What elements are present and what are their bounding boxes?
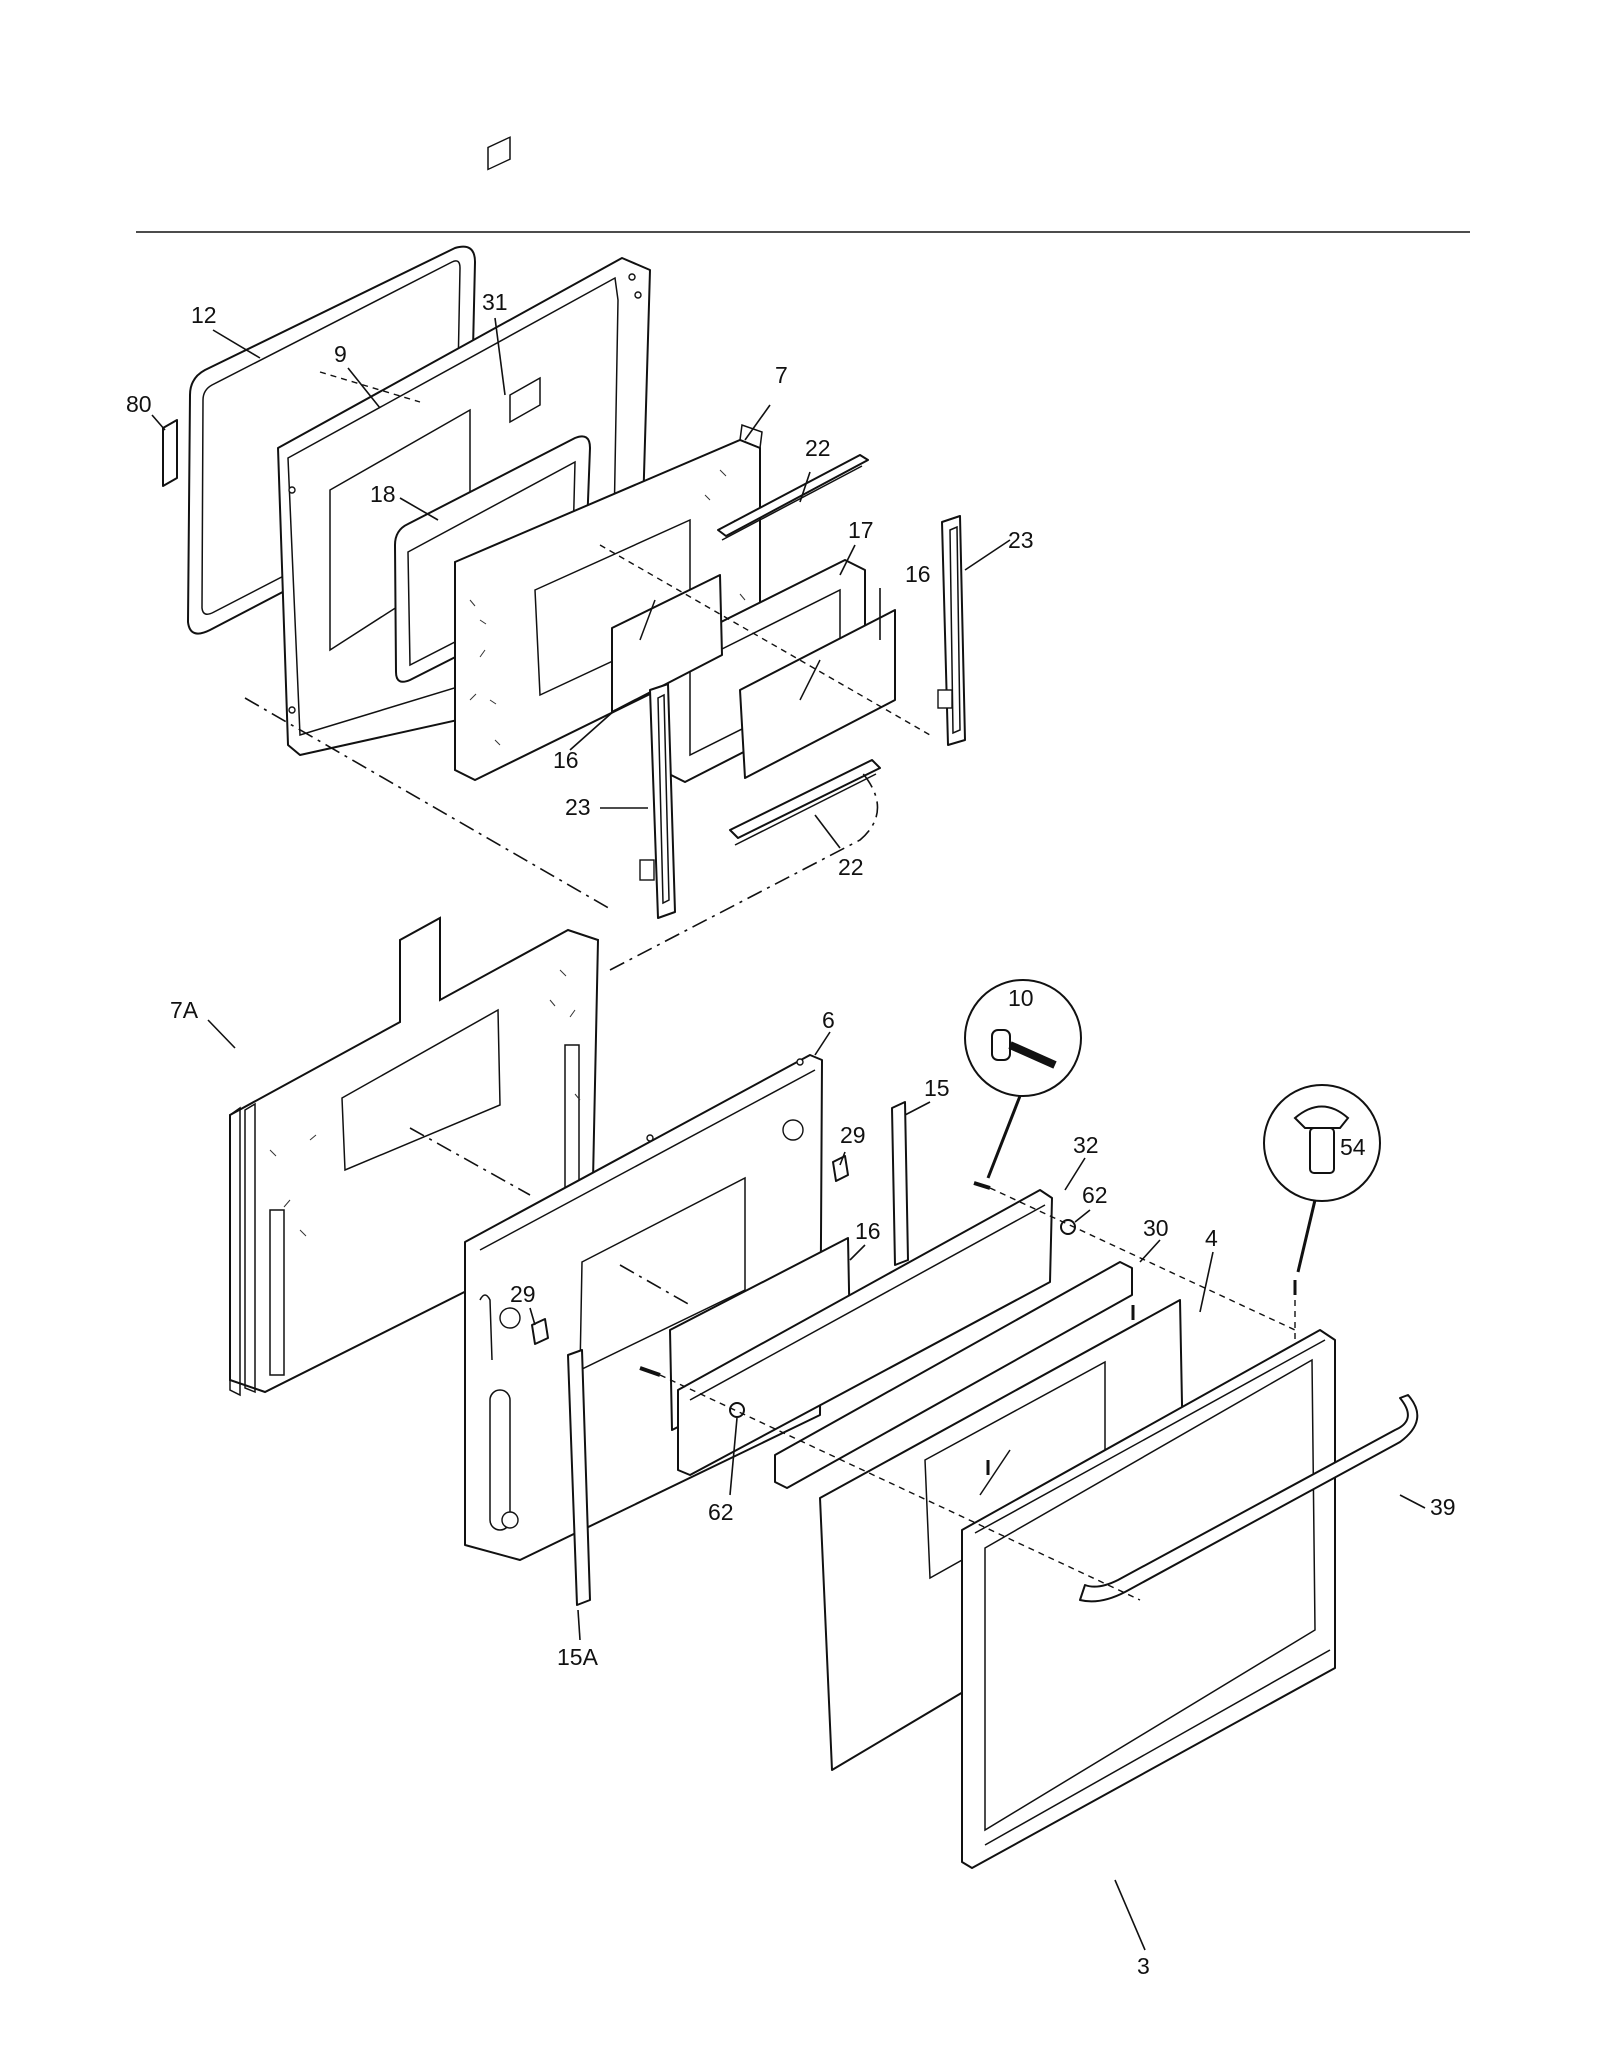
part-3-door-frame (961, 1329, 1336, 1869)
callout-30: 30 (1143, 1215, 1169, 1241)
part-80-label-plate (162, 419, 178, 487)
callout-16-lower: 16 (855, 1218, 881, 1244)
assembly-line-screw-lower (659, 1374, 1141, 1601)
screw-lower (639, 1366, 661, 1377)
callout-23-left: 23 (565, 794, 591, 820)
callout-32: 32 (1073, 1132, 1099, 1158)
detail-circle-part-10-screw (964, 979, 1082, 1179)
callout-39: 39 (1430, 1494, 1456, 1520)
callout-15A: 15A (557, 1644, 599, 1670)
callout-7: 7 (775, 362, 788, 388)
part-39-door-handle (1079, 1394, 1419, 1603)
part-29-stud-lower (531, 1318, 549, 1345)
callout-62-upper: 62 (1082, 1182, 1108, 1208)
part-16-glass-upper (611, 574, 723, 713)
assembly-line-upper (244, 697, 613, 911)
part-23-hinge-right (937, 515, 966, 746)
part-15-side-strip (891, 1101, 909, 1266)
callout-4: 4 (1205, 1225, 1218, 1251)
callout-17: 17 (848, 517, 874, 543)
part-7A-door-insulation (229, 916, 600, 1397)
assembly-line-7A-to-6 (409, 1127, 531, 1196)
assembly-line-liner (599, 544, 931, 736)
part-62-spacer-lower (729, 1402, 745, 1418)
callout-10: 10 (1008, 985, 1034, 1011)
assembly-line-6-inner (619, 1264, 691, 1306)
callout-62-lower: 62 (708, 1499, 734, 1525)
assembly-line-mid (609, 769, 879, 971)
part-15A-side-strip (567, 1349, 591, 1606)
callout-7A: 7A (170, 997, 199, 1023)
part-16-glass-front (739, 609, 896, 779)
callout-18: 18 (370, 481, 396, 507)
callout-9: 9 (334, 341, 347, 367)
callout-16-right: 16 (905, 561, 931, 587)
part-22-upper-channel (717, 454, 869, 541)
leader-lines (151, 317, 1426, 1951)
callout-12: 12 (191, 302, 217, 328)
detail-circle-part-54-screw (1263, 1084, 1381, 1273)
part-29-stud-upper (832, 1155, 849, 1182)
callout-6: 6 (822, 1007, 835, 1033)
part-23-hinge-left (639, 683, 676, 919)
callout-29-lower: 29 (510, 1281, 536, 1307)
part-30-channel (774, 1261, 1133, 1489)
callout-22-lower: 22 (838, 854, 864, 880)
callout-31: 31 (482, 289, 508, 315)
callout-15: 15 (924, 1075, 950, 1101)
callout-labels: 12 31 9 80 18 7 22 17 23 16 16 23 22 7A … (126, 289, 1456, 1979)
callout-22-upper: 22 (805, 435, 831, 461)
callout-54: 54 (1340, 1134, 1366, 1160)
callout-23-right: 23 (1008, 527, 1034, 553)
screw-upper (973, 1181, 991, 1190)
callout-16-left: 16 (553, 747, 579, 773)
callout-3: 3 (1137, 1953, 1150, 1979)
part-22-lower-channel (729, 759, 881, 846)
callout-29-upper: 29 (840, 1122, 866, 1148)
callout-80: 80 (126, 391, 152, 417)
part-32-bracket (677, 1189, 1053, 1476)
